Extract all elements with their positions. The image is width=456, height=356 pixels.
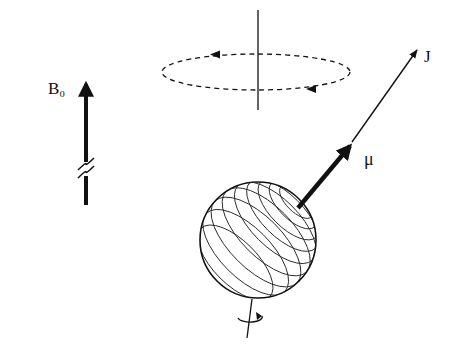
latitude-band	[274, 180, 318, 224]
nucleus-sphere	[186, 168, 330, 312]
vector-label: μ	[364, 150, 374, 168]
latitude-band	[248, 170, 328, 250]
latitude-band	[189, 196, 302, 309]
magnetic-moment-vector	[298, 146, 350, 208]
latitude-band	[208, 174, 325, 291]
precession-arrow	[306, 85, 316, 93]
rotation-arrow	[256, 312, 262, 320]
field-label: B₀	[48, 80, 65, 97]
latitude-band	[262, 174, 325, 237]
precession-path	[162, 54, 350, 90]
precession-axis	[257, 10, 258, 110]
precession-arrow	[210, 51, 220, 59]
vector-label: J	[424, 48, 431, 65]
spin-axis	[247, 299, 252, 338]
latitude-band	[221, 169, 329, 277]
angular-momentum-vector	[352, 50, 417, 142]
latitude-band	[186, 213, 285, 312]
latitude-band	[235, 168, 330, 263]
field-arrow	[78, 84, 94, 205]
